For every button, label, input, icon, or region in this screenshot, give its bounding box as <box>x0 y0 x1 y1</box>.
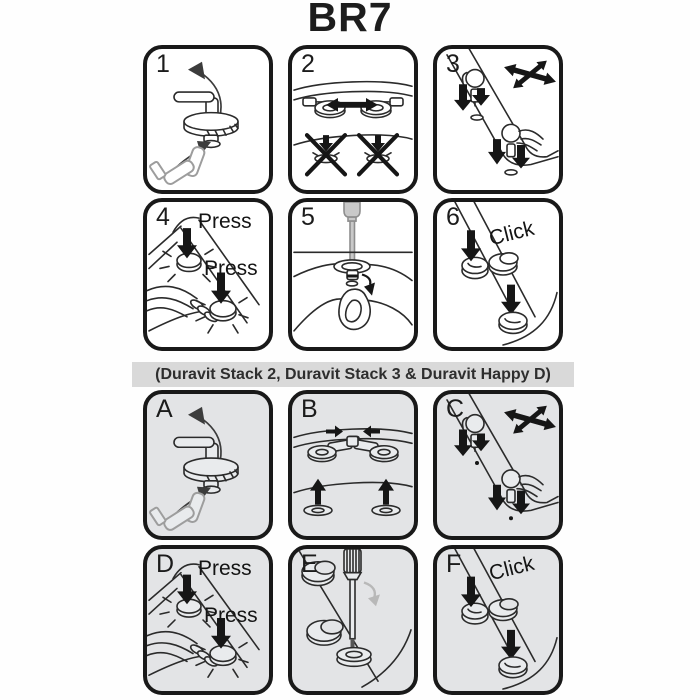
step-e-illustration <box>297 549 412 688</box>
panel-label: 1 <box>156 50 170 78</box>
cap-icon <box>461 256 489 280</box>
panel-label: 2 <box>301 50 315 78</box>
down-arrow-icon <box>177 574 197 605</box>
page-title: BR7 <box>307 0 393 40</box>
hinge-assembly-right-icon <box>346 435 399 463</box>
crescent-cap-icon <box>488 252 519 276</box>
crescent-cap-icon <box>301 560 336 587</box>
cap-bottom-icon <box>195 296 249 334</box>
pipe-elbow-icon <box>149 491 206 531</box>
pipe-elbow-icon <box>149 146 206 185</box>
down-arrow-icon <box>512 490 530 515</box>
step-b-illustration <box>293 425 413 517</box>
panel-step-d: D Press Press <box>143 545 273 695</box>
down-arrow-icon <box>177 228 197 259</box>
mount-hole-right-icon <box>371 504 401 517</box>
panel-step-6: 6 Click <box>433 198 563 351</box>
panel-step-b: B <box>288 390 418 540</box>
rotation-arrow-icon <box>361 273 375 296</box>
press-annotation: Press <box>198 557 252 580</box>
panel-label: 6 <box>446 203 460 231</box>
panel-step-4: 4 Press Press <box>143 198 273 351</box>
up-arrow-icon <box>378 478 394 505</box>
cap-top-icon <box>159 248 217 283</box>
rotation-arrow-icon <box>363 581 380 607</box>
down-arrow-icon <box>472 88 490 106</box>
panel-step-a: A <box>143 390 273 540</box>
mount-hole-left-icon <box>303 504 333 517</box>
panel-label: 5 <box>301 203 315 231</box>
step-3-illustration <box>446 49 559 176</box>
model-compatibility-note: (Duravit Stack 2, Duravit Stack 3 & Dura… <box>132 362 574 387</box>
panel-label: 4 <box>156 203 170 231</box>
step-5-illustration <box>293 202 413 332</box>
panel-step-5: 5 <box>288 198 418 351</box>
cap-icon <box>461 602 489 625</box>
hinge-pin-icon <box>173 91 239 149</box>
panel-label: B <box>301 395 318 423</box>
down-arrow-icon <box>512 144 530 169</box>
hand-icon <box>147 630 219 667</box>
panel-label: F <box>446 550 462 578</box>
down-arrow-icon <box>488 484 506 511</box>
panel-step-3: 3 <box>433 45 563 194</box>
crescent-cap-icon <box>488 598 519 622</box>
step-f-illustration <box>454 549 558 690</box>
down-arrow-icon <box>501 629 521 660</box>
screwdriver-icon <box>342 549 363 648</box>
down-arrow-icon <box>461 576 481 608</box>
step-a-illustration <box>149 406 239 531</box>
hinge-pin-icon <box>173 436 239 494</box>
panel-step-c: C <box>433 390 563 540</box>
panel-step-e: E <box>288 545 418 695</box>
panel-label: 3 <box>446 50 460 78</box>
panel-label: C <box>446 395 465 423</box>
step-2-illustration <box>293 80 413 177</box>
panel-label: D <box>156 550 175 578</box>
cap-icon <box>498 311 528 335</box>
cap-top-icon <box>159 594 217 628</box>
press-annotation: Press <box>204 604 258 627</box>
down-arrow-icon <box>488 139 506 165</box>
right-arrow-icon <box>326 425 343 438</box>
down-arrow-icon <box>454 84 472 111</box>
panel-label: A <box>156 395 173 423</box>
down-arrow-icon <box>461 230 481 262</box>
step-d-illustration <box>147 563 260 678</box>
hinge-assembly-left-icon <box>307 435 360 463</box>
up-arrow-icon <box>310 478 326 505</box>
wingnut-hand-icon <box>338 288 371 331</box>
left-arrow-icon <box>363 425 380 438</box>
down-arrow-icon <box>454 429 472 457</box>
panel-step-f: F Click <box>433 545 563 695</box>
washer-nut-icon <box>333 259 371 287</box>
crossed-out-left-icon <box>304 133 348 177</box>
panel-step-2: 2 <box>288 45 418 194</box>
fitting-icon <box>336 646 372 668</box>
step-4-illustration <box>147 216 260 334</box>
crossed-out-right-icon <box>356 133 400 177</box>
cap-icon <box>498 656 528 679</box>
press-annotation: Press <box>198 210 252 233</box>
adjust-double-arrow-icon <box>326 97 378 112</box>
four-way-arrow-icon <box>504 405 556 434</box>
step-6-illustration <box>454 202 558 346</box>
cap-bottom-icon <box>195 641 249 678</box>
four-way-arrow-icon <box>504 60 556 89</box>
panel-step-1: 1 <box>143 45 273 194</box>
down-arrow-icon <box>211 272 231 304</box>
step-c-illustration <box>446 394 559 521</box>
down-arrow-icon <box>472 433 490 452</box>
crescent-cap-icon <box>306 619 344 646</box>
down-arrow-icon <box>501 284 521 315</box>
press-annotation: Press <box>204 257 258 280</box>
step-1-illustration <box>149 61 239 185</box>
down-arrow-icon <box>211 618 231 649</box>
hinge-fitting-bottom-icon <box>501 469 544 521</box>
hinge-fitting-bottom-icon <box>501 123 544 176</box>
hand-icon <box>147 285 219 323</box>
panel-label: E <box>301 550 318 578</box>
screwdriver-icon <box>343 202 361 263</box>
